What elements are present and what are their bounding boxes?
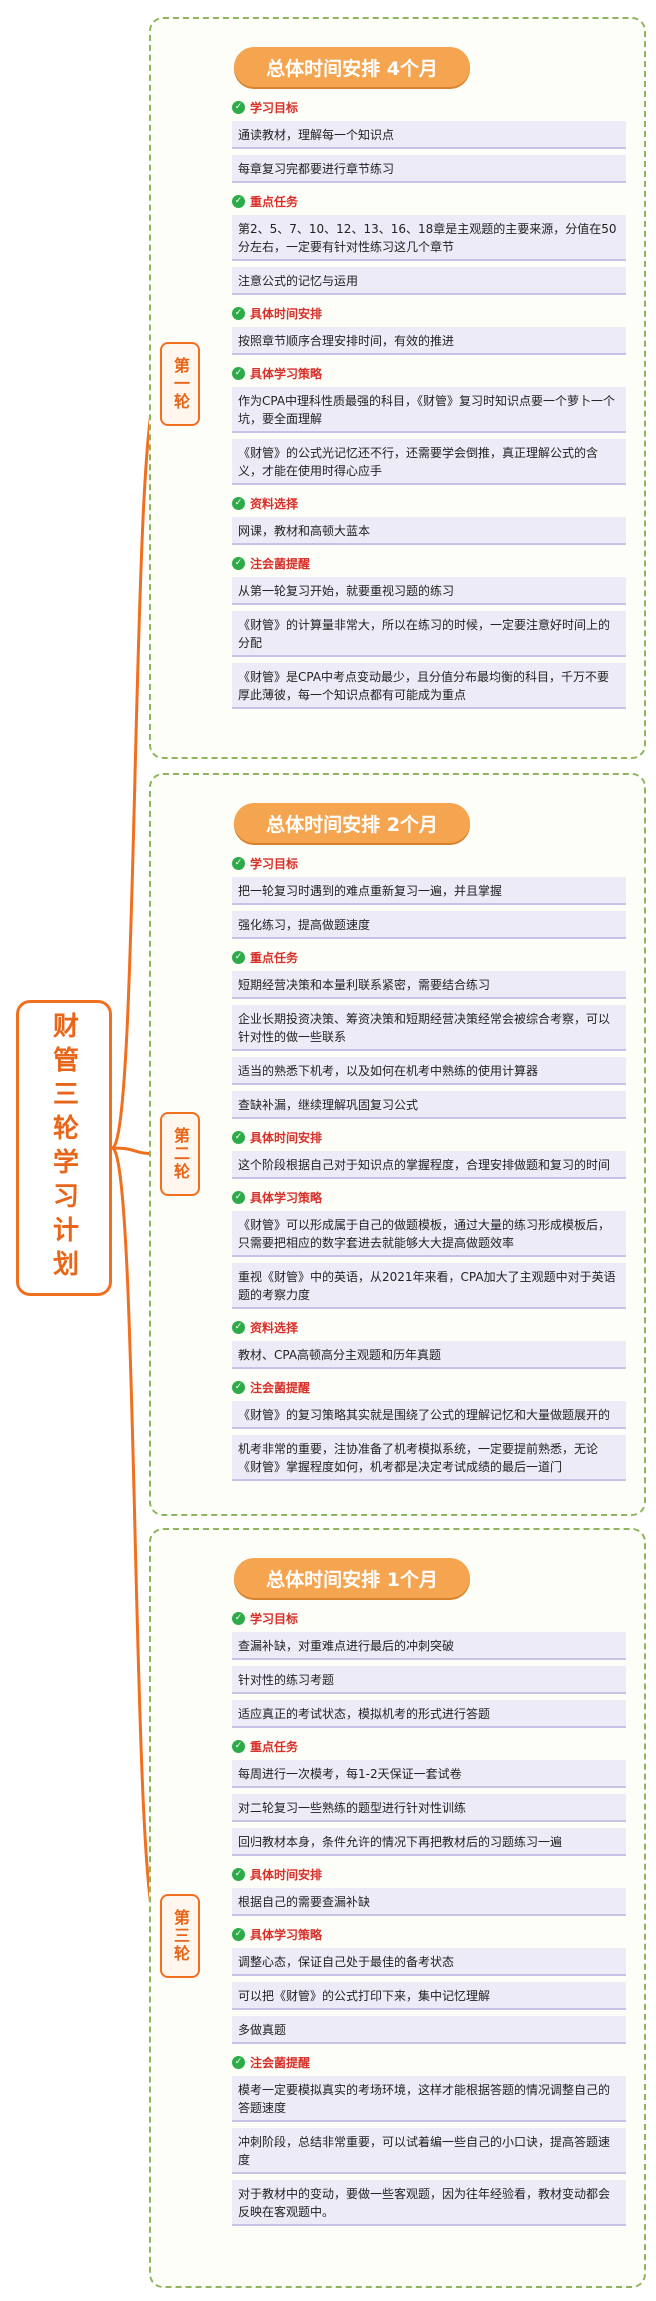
category-label: 具体学习策略: [250, 1190, 323, 1205]
plan-item: 这个阶段根据自己对于知识点的掌握程度，合理安排做题和复习的时间: [232, 1151, 626, 1179]
plan-item: 《财管》的复习策略其实就是围绕了公式的理解记忆和大量做题展开的: [232, 1401, 626, 1429]
plan-item: 按照章节顺序合理安排时间，有效的推进: [232, 327, 626, 355]
plan-item: 《财管》的公式光记忆还不行，还需要学会倒推，真正理解公式的含义，才能在使用时得心…: [232, 439, 626, 485]
category-label: 注会菌提醒: [250, 2055, 311, 2070]
plan-item: 每周进行一次模考，每1-2天保证一套试卷: [232, 1760, 626, 1788]
check-icon: ✓: [232, 1190, 245, 1204]
plan-item: 教材、CPA高顿高分主观题和历年真题: [232, 1341, 626, 1369]
category-label: 具体学习策略: [250, 1927, 323, 1942]
plan-item: 针对性的练习考题: [232, 1666, 626, 1694]
plan-item: 回归教材本身，条件允许的情况下再把教材后的习题练习一遍: [232, 1828, 626, 1856]
check-icon: ✓: [232, 1611, 245, 1625]
plan-item: 查漏补缺，对重难点进行最后的冲刺突破: [232, 1632, 626, 1660]
round-label: 第一轮: [171, 357, 190, 411]
category-label: 重点任务: [250, 194, 299, 209]
category-node: ✓ 重点任务: [232, 1736, 298, 1756]
plan-item: 机考非常的重要，注协准备了机考模拟系统，一定要提前熟悉，无论《财管》掌握程度如何…: [232, 1435, 626, 1481]
category-node: ✓ 具体时间安排: [232, 1864, 322, 1884]
plan-item: 强化练习，提高做题速度: [232, 911, 626, 939]
category-node: ✓ 学习目标: [232, 97, 298, 117]
category-node: ✓ 资料选择: [232, 1317, 298, 1337]
plan-item: 通读教材，理解每一个知识点: [232, 121, 626, 149]
category-node: ✓ 资料选择: [232, 493, 298, 513]
plan-item: 注意公式的记忆与运用: [232, 267, 626, 295]
category-node: ✓ 具体学习策略: [232, 1187, 322, 1207]
plan-item: 模考一定要模拟真实的考场环境，这样才能根据答题的情况调整自己的答题速度: [232, 2076, 626, 2122]
plan-item: 对于教材中的变动，要做一些客观题，因为往年经验看，教材变动都会反映在客观题中。: [232, 2180, 626, 2226]
plan-item: 第2、5、7、10、12、13、16、18章是主观题的主要来源，分值在50分左右…: [232, 215, 626, 261]
plan-item: 适应真正的考试状态，模拟机考的形式进行答题: [232, 1700, 626, 1728]
plan-item: 《财管》的计算量非常大，所以在练习的时候，一定要注意好时间上的分配: [232, 611, 626, 657]
category-node: ✓ 具体时间安排: [232, 1127, 322, 1147]
time-arrangement-banner: 总体时间安排 4个月: [234, 47, 470, 87]
check-icon: ✓: [232, 100, 245, 114]
round-node: 第二轮: [160, 1112, 200, 1196]
plan-item: 冲刺阶段，总结非常重要，可以试着编一些自己的小口诀，提高答题速度: [232, 2128, 626, 2174]
category-label: 注会菌提醒: [250, 556, 311, 571]
plan-item: 根据自己的需要查漏补缺: [232, 1888, 626, 1916]
category-label: 学习目标: [250, 1611, 299, 1626]
check-icon: ✓: [232, 1380, 245, 1394]
check-icon: ✓: [232, 194, 245, 208]
plan-item: 从第一轮复习开始，就要重视习题的练习: [232, 577, 626, 605]
check-icon: ✓: [232, 556, 245, 570]
plan-item: 查缺补漏，继续理解巩固复习公式: [232, 1091, 626, 1119]
category-node: ✓ 注会菌提醒: [232, 2052, 310, 2072]
round-label: 第二轮: [171, 1127, 190, 1181]
category-node: ✓ 重点任务: [232, 947, 298, 967]
check-icon: ✓: [232, 856, 245, 870]
round-node: 第三轮: [160, 1894, 200, 1978]
category-label: 具体时间安排: [250, 1867, 323, 1882]
plan-item: 多做真题: [232, 2016, 626, 2044]
plan-item: 可以把《财管》的公式打印下来，集中记忆理解: [232, 1982, 626, 2010]
plan-item: 对二轮复习一些熟练的题型进行针对性训练: [232, 1794, 626, 1822]
category-label: 注会菌提醒: [250, 1380, 311, 1395]
check-icon: ✓: [232, 1320, 245, 1334]
category-label: 资料选择: [250, 496, 299, 511]
plan-item: 调整心态，保证自己处于最佳的备考状态: [232, 1948, 626, 1976]
category-node: ✓ 注会菌提醒: [232, 1377, 310, 1397]
plan-item: 适当的熟悉下机考，以及如何在机考中熟练的使用计算器: [232, 1057, 626, 1085]
plan-item: 重视《财管》中的英语，从2021年来看，CPA加大了主观题中对于英语题的考察力度: [232, 1263, 626, 1309]
category-node: ✓ 具体学习策略: [232, 1924, 322, 1944]
category-label: 重点任务: [250, 950, 299, 965]
plan-item: 每章复习完都要进行章节练习: [232, 155, 626, 183]
time-arrangement-banner: 总体时间安排 1个月: [234, 1558, 470, 1598]
category-label: 学习目标: [250, 100, 299, 115]
category-label: 具体时间安排: [250, 306, 323, 321]
root-title: 财管三轮学习计划: [48, 1012, 79, 1284]
category-label: 具体时间安排: [250, 1130, 323, 1145]
plan-item: 短期经营决策和本量利联系紧密，需要结合练习: [232, 971, 626, 999]
category-label: 重点任务: [250, 1739, 299, 1754]
category-node: ✓ 学习目标: [232, 853, 298, 873]
plan-item: 网课，教材和高顿大蓝本: [232, 517, 626, 545]
category-node: ✓ 具体学习策略: [232, 363, 322, 383]
plan-item: 作为CPA中理科性质最强的科目，《财管》复习时知识点要一个萝卜一个坑，要全面理解: [232, 387, 626, 433]
check-icon: ✓: [232, 2055, 245, 2069]
check-icon: ✓: [232, 1130, 245, 1144]
category-label: 学习目标: [250, 856, 299, 871]
plan-item: 《财管》是CPA中考点变动最少，且分值分布最均衡的科目，千万不要厚此薄彼，每一个…: [232, 663, 626, 709]
category-label: 资料选择: [250, 1320, 299, 1335]
check-icon: ✓: [232, 950, 245, 964]
category-node: ✓ 学习目标: [232, 1608, 298, 1628]
round-node: 第一轮: [160, 342, 200, 426]
check-icon: ✓: [232, 1739, 245, 1753]
category-label: 具体学习策略: [250, 366, 323, 381]
round-label: 第三轮: [171, 1909, 190, 1963]
check-icon: ✓: [232, 366, 245, 380]
check-icon: ✓: [232, 1867, 245, 1881]
plan-item: 企业长期投资决策、筹资决策和短期经营决策经常会被综合考察，可以针对性的做一些联系: [232, 1005, 626, 1051]
check-icon: ✓: [232, 496, 245, 510]
category-node: ✓ 注会菌提醒: [232, 553, 310, 573]
plan-item: 《财管》可以形成属于自己的做题模板，通过大量的练习形成模板后，只需要把相应的数字…: [232, 1211, 626, 1257]
check-icon: ✓: [232, 306, 245, 320]
time-arrangement-banner: 总体时间安排 2个月: [234, 803, 470, 843]
root-node: 财管三轮学习计划: [16, 1000, 112, 1296]
check-icon: ✓: [232, 1927, 245, 1941]
category-node: ✓ 重点任务: [232, 191, 298, 211]
category-node: ✓ 具体时间安排: [232, 303, 322, 323]
plan-item: 把一轮复习时遇到的难点重新复习一遍，并且掌握: [232, 877, 626, 905]
